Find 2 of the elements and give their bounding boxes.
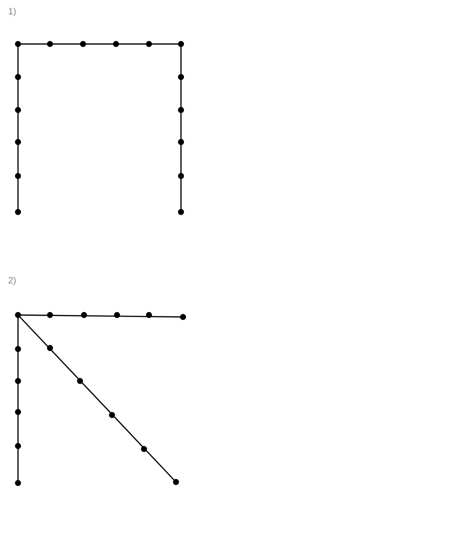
figure-number: 2) (8, 276, 16, 286)
figure-number: 1) (8, 8, 16, 16)
